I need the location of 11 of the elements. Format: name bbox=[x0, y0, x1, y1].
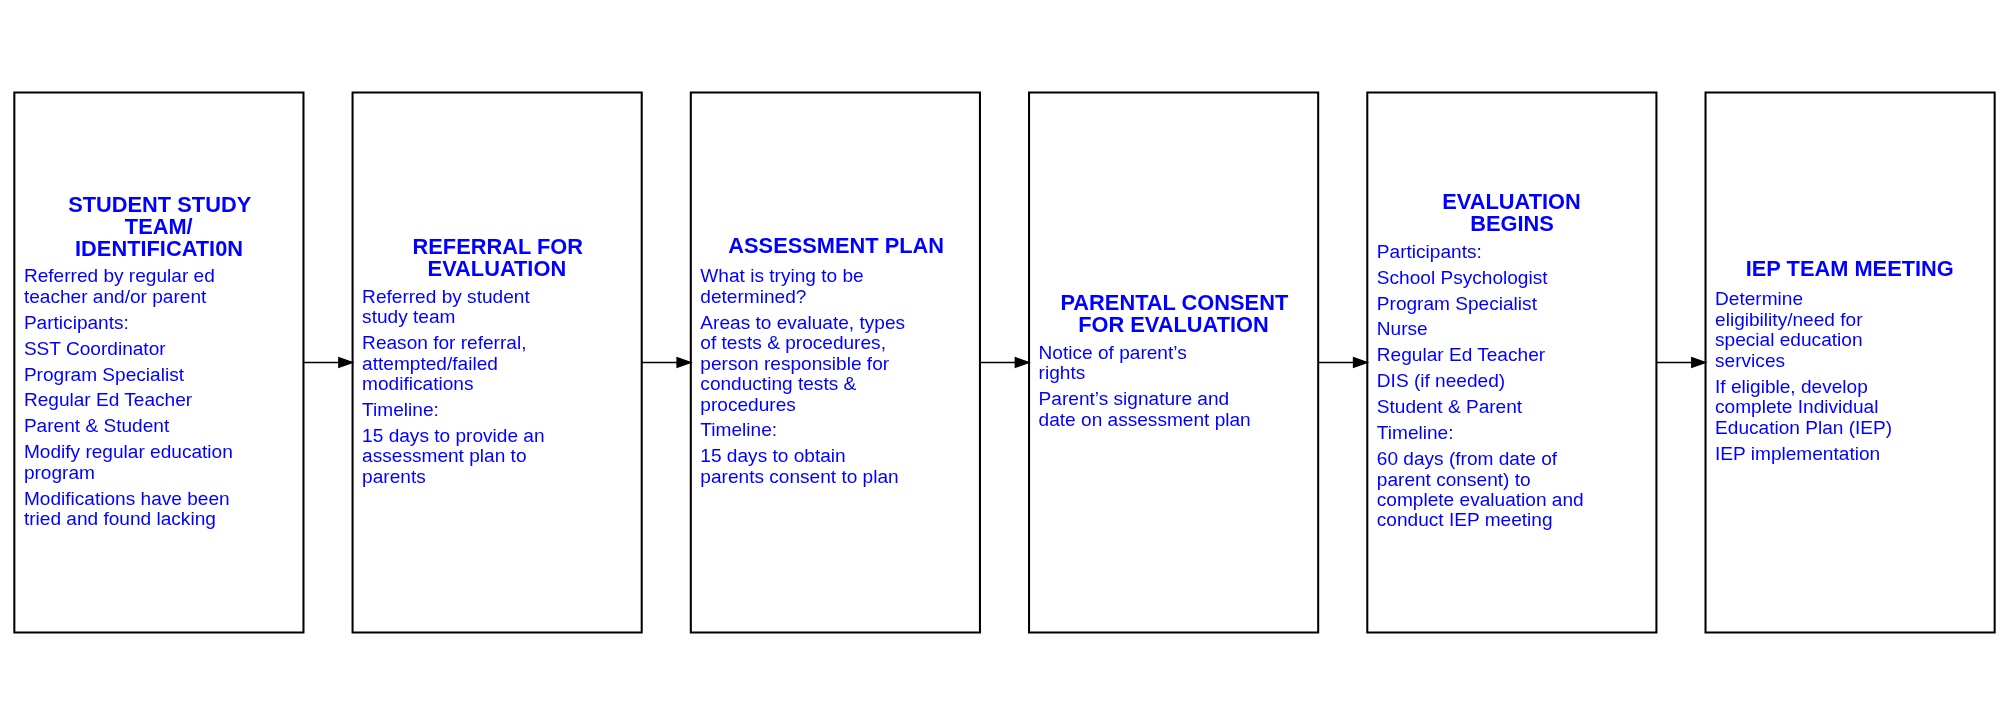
arrow bbox=[1317, 356, 1370, 368]
arrow bbox=[641, 356, 693, 368]
node-box: ASSESSMENT PLAN What is trying to be determined? Areas to evaluate, types of tests & procedures, person responsible for conducting tests & procedures Timeline: 15 days to obtain parents consent to plan bbox=[689, 90, 981, 634]
node-box: IEP TEAM MEETING Determine eligibility/need for special education services If eligible, develop complete Individual Education Plan (IEP) IEP implementation bbox=[1704, 90, 1996, 634]
node-box: PARENTAL CONSENT FOR EVALUATION Notice of parent’s rights Parent’s signature and date on assessment plan bbox=[1028, 90, 1320, 634]
node-box: REFERRAL FOR EVALUATION Referred by student study team Reason for referral, attempted/failed modifications Timeline: 15 days to provide an assessment plan to parents bbox=[351, 90, 643, 634]
arrow bbox=[979, 356, 1031, 368]
arrow bbox=[302, 356, 355, 368]
arrow bbox=[1655, 356, 1708, 368]
node-box: STUDENT STUDY TEAM/ IDENTIFICATI0N Referred by regular ed teacher and/or parent Participants: SST Coordinator Program Specialist Regular Ed Teacher Parent & Student Modify regular education program Modifications have been tried and found lacking bbox=[13, 90, 305, 634]
node-box: EVALUATION BEGINS Participants: School Psychologist Program Specialist Nurse Regular Ed Teacher DIS (if needed) Student & Parent Timeline: 60 days (from date of parent consent) to complete evaluation and conduct IEP meeting bbox=[1366, 90, 1658, 634]
